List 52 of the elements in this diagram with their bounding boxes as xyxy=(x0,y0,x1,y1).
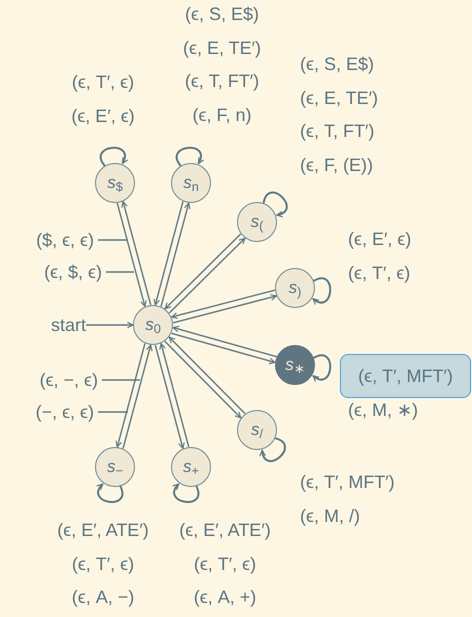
transition-arrow xyxy=(171,332,276,364)
transition-arrow xyxy=(171,289,276,319)
transition-label: (ϵ, T′, ϵ) xyxy=(72,552,134,576)
transition-label: (ϵ, S, E$) xyxy=(185,3,259,26)
leader-line xyxy=(98,239,128,241)
transition-arrow xyxy=(121,200,152,306)
transition-arrow xyxy=(160,202,191,307)
transition-label: (ϵ, T′, ϵ) xyxy=(72,71,134,94)
transition-arrow xyxy=(122,344,153,449)
transition-label: (ϵ, T′, ϵ) xyxy=(194,552,256,576)
transition-label: (ϵ, M, /) xyxy=(300,504,360,528)
transition-label: (ϵ, E′, ϵ) xyxy=(348,228,412,251)
transition-label: ($, ϵ, ϵ) xyxy=(12,227,94,253)
transition-label: (ϵ, T, FT′) xyxy=(184,70,260,93)
transition-arrow xyxy=(116,202,147,308)
transition-label: (−, ϵ, ϵ) xyxy=(8,399,94,425)
transition-label: (ϵ, E, TE′) xyxy=(300,86,378,110)
self-loop-arrow xyxy=(100,146,128,166)
transition-arrow xyxy=(172,294,277,324)
highlighted-transition-label: (ϵ, T′, MFT′) xyxy=(340,354,471,398)
transition-arrow xyxy=(159,342,190,448)
transition-label: (ϵ, F, n) xyxy=(192,104,252,126)
self-loop-arrow xyxy=(260,437,286,462)
transition-label: (ϵ, S, E$) xyxy=(300,53,374,76)
transition-label: (ϵ, T′, MFT′) xyxy=(300,471,395,494)
transition-label: (ϵ, T′, ϵ) xyxy=(348,262,410,284)
transition-label: (ϵ, E, TE′) xyxy=(183,36,261,60)
leader-line xyxy=(106,271,134,273)
transition-label: (ϵ, −, ϵ) xyxy=(16,367,98,393)
leader-line xyxy=(98,411,128,413)
transition-label: (ϵ, M, ∗) xyxy=(348,399,418,422)
transition-label: (ϵ, T, FT′) xyxy=(300,120,374,143)
self-loop-arrow xyxy=(172,483,200,503)
transition-arrow xyxy=(86,322,134,328)
transition-arrow xyxy=(154,344,185,450)
start-label: start xyxy=(34,312,86,338)
transition-label: (ϵ, F, (E)) xyxy=(300,154,373,176)
transition-label: (ϵ, $, ϵ) xyxy=(20,259,102,285)
transition-label: (ϵ, E′, ATE′) xyxy=(179,519,271,542)
self-loop-arrow xyxy=(312,278,332,305)
self-loop-arrow xyxy=(176,146,204,166)
transition-arrow xyxy=(115,343,146,448)
transition-label: (ϵ, A, +) xyxy=(194,586,256,609)
transition-arrow xyxy=(172,326,277,358)
transition-label: (ϵ, E′, ATE′) xyxy=(57,519,149,542)
transition-label: (ϵ, E′, ϵ) xyxy=(71,104,135,128)
transition-arrow xyxy=(153,201,184,306)
self-loop-arrow xyxy=(96,483,124,503)
transition-label: (ϵ, A, −) xyxy=(72,586,134,609)
self-loop-arrow xyxy=(312,354,332,382)
self-loop-arrow xyxy=(262,192,288,217)
leader-line xyxy=(102,379,140,381)
